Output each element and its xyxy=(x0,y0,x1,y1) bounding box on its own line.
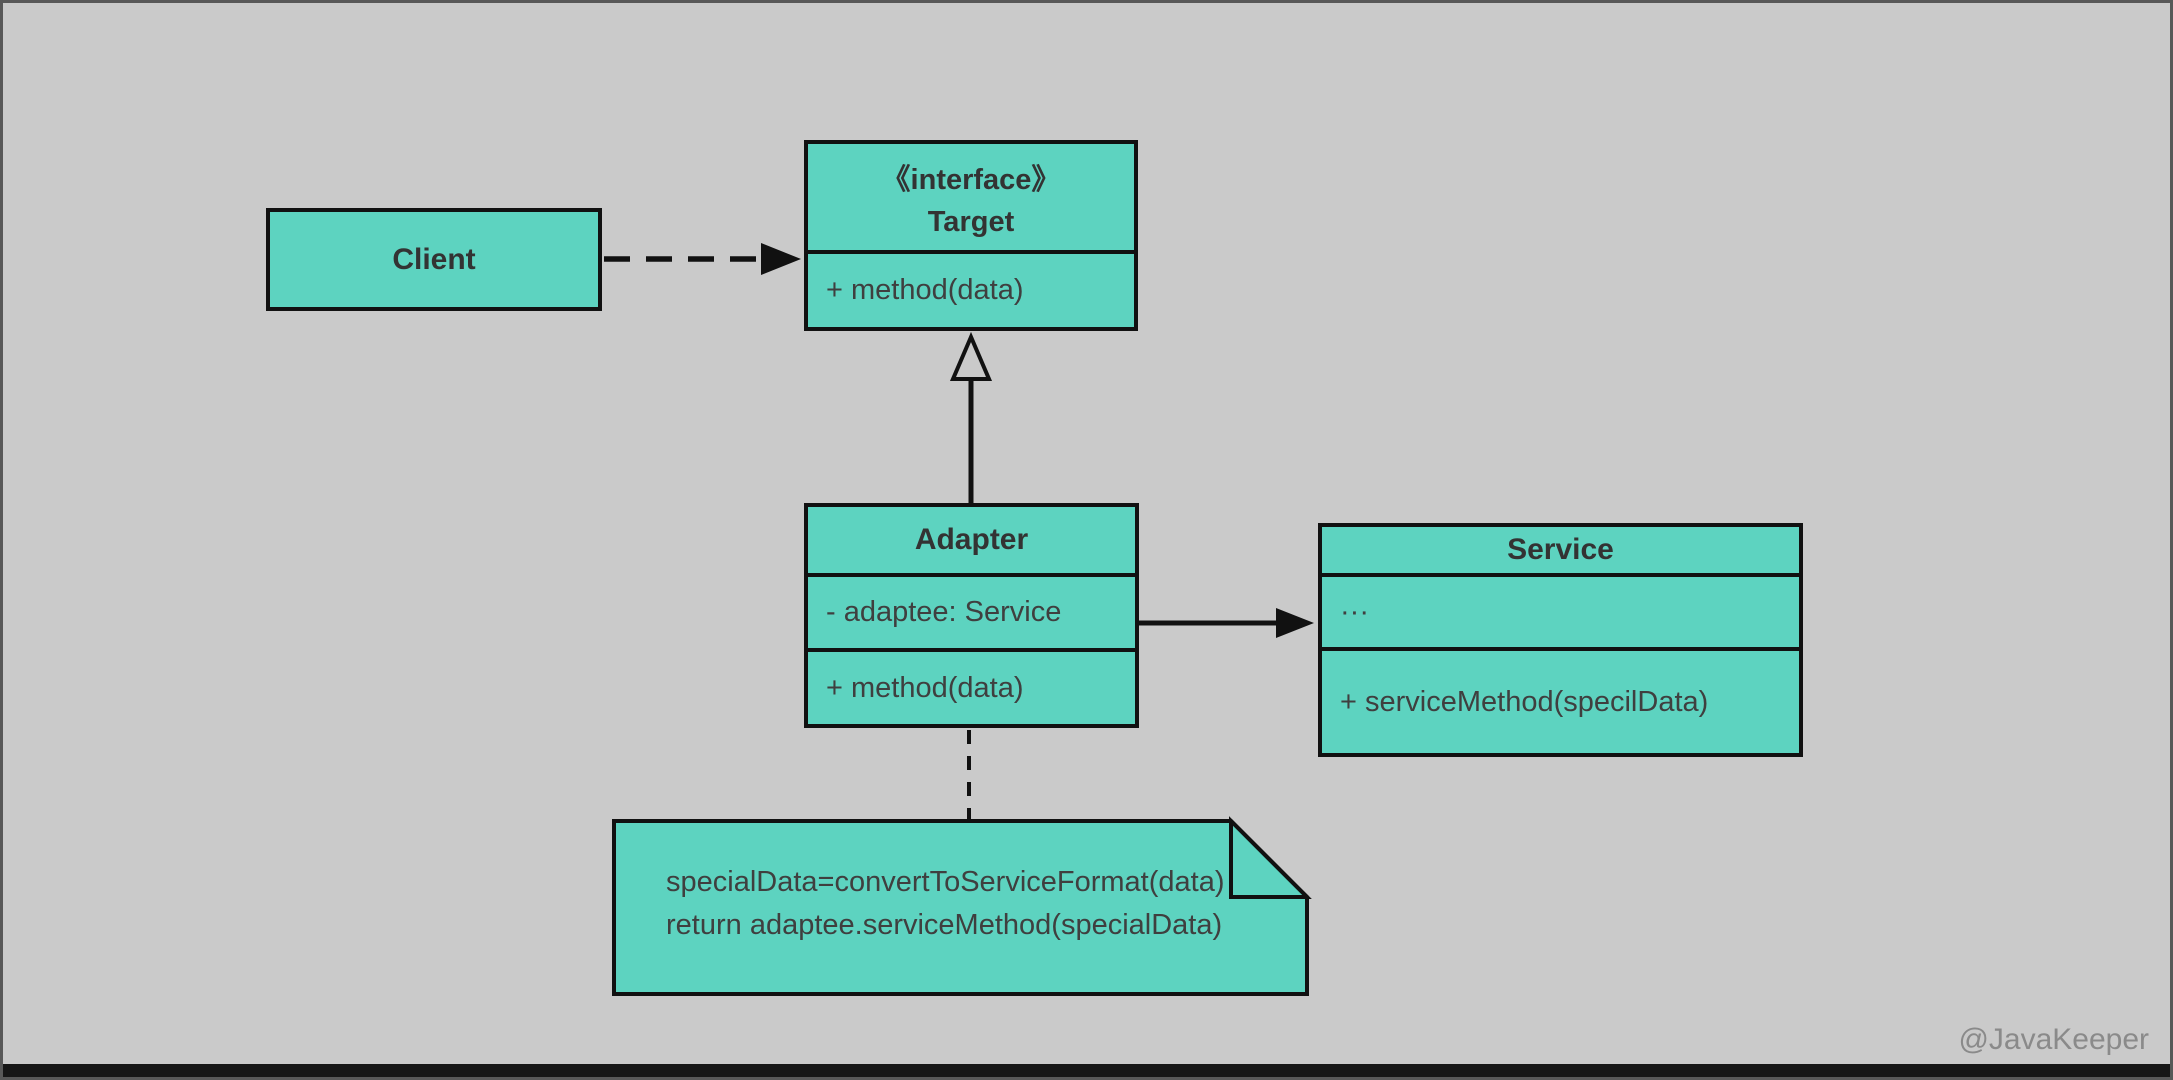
adapter-to-target-realization-arrow xyxy=(949,331,993,503)
connector-layer xyxy=(604,243,1314,996)
service-class-title: Service xyxy=(1507,533,1614,566)
client-class-box: Client xyxy=(266,208,602,311)
adapter-attribute: - adaptee: Service xyxy=(808,573,1135,648)
note-line-1: specialData=convertToServiceFormat(data) xyxy=(666,866,1225,898)
watermark: @JavaKeeper xyxy=(1958,1023,2149,1056)
service-class-box: Service ··· + serviceMethod(specilData) xyxy=(1318,523,1803,757)
target-class-title: Target xyxy=(927,205,1015,238)
target-method: + method(data) xyxy=(808,250,1134,327)
service-ellipsis: ··· xyxy=(1322,573,1799,647)
adapter-class-title: Adapter xyxy=(914,523,1029,556)
note-shape xyxy=(612,816,1312,996)
bottom-edge-bar xyxy=(3,1064,2170,1077)
note-line-2: return adaptee.serviceMethod(specialData… xyxy=(666,909,1223,941)
target-interface-box: 《interface》 Target + method(data) xyxy=(804,140,1138,331)
client-to-target-dependency-arrow xyxy=(604,243,801,275)
client-class-title: Client xyxy=(392,242,476,276)
adapter-method: + method(data) xyxy=(808,648,1135,724)
note-box: specialData=convertToServiceFormat(data)… xyxy=(666,861,1306,947)
adapter-to-service-association-arrow xyxy=(1139,608,1314,638)
service-method: + serviceMethod(specilData) xyxy=(1322,647,1799,753)
target-stereotype: 《interface》 xyxy=(881,163,1061,196)
target-header: 《interface》 Target xyxy=(808,144,1134,250)
adapter-class-box: Adapter - adaptee: Service + method(data… xyxy=(804,503,1139,728)
